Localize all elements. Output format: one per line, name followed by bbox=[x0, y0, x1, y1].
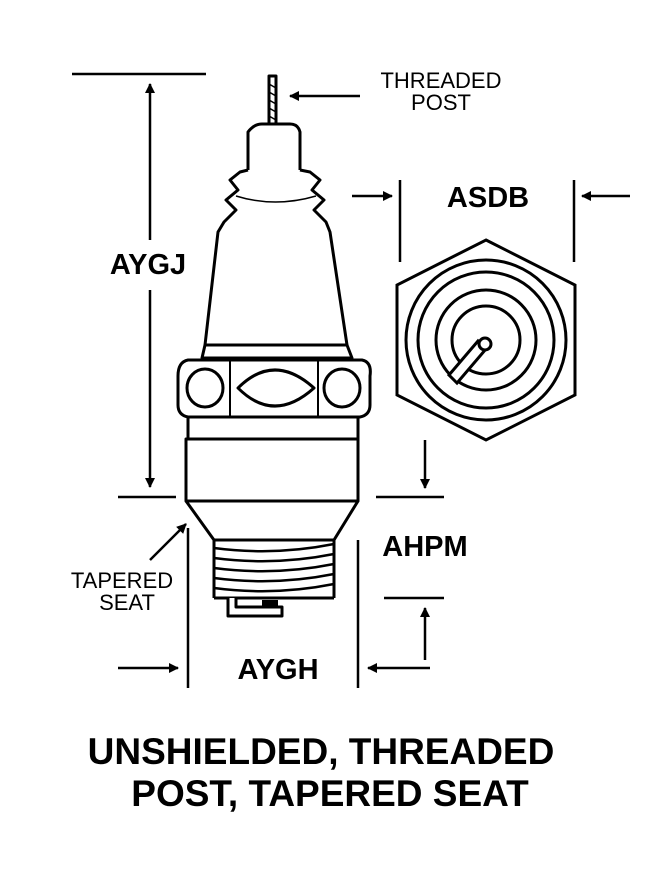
shell-body bbox=[184, 415, 360, 503]
caption-line2: POST, TAPERED SEAT bbox=[131, 773, 529, 814]
aygh-label: AYGH bbox=[237, 654, 318, 686]
hex-outline bbox=[395, 238, 577, 442]
terminal-cap bbox=[246, 122, 302, 170]
aygj-label: AYGJ bbox=[110, 249, 186, 281]
caption-line1: UNSHIELDED, THREADED bbox=[88, 731, 555, 772]
ahpm-label: AHPM bbox=[382, 531, 467, 563]
thread-section bbox=[212, 540, 336, 600]
asdb-label: ASDB bbox=[447, 182, 529, 214]
ground-electrode bbox=[226, 598, 284, 618]
insulator bbox=[203, 168, 349, 346]
insulator-shoulder bbox=[200, 343, 354, 360]
tapered-seat-label-line1: TAPERED bbox=[71, 568, 173, 593]
threaded-post bbox=[267, 74, 278, 126]
hex-nut bbox=[176, 358, 372, 419]
threaded-post-label-line1: THREADED bbox=[380, 68, 501, 93]
spark-plug-side-view bbox=[176, 74, 372, 618]
threaded-post-label-line2: POST bbox=[411, 90, 471, 115]
dimension-lines bbox=[72, 72, 630, 688]
tapered-seat-shape bbox=[184, 500, 360, 542]
spark-plug-end-view bbox=[395, 238, 577, 442]
tapered-seat-label-line2: SEAT bbox=[99, 590, 155, 615]
